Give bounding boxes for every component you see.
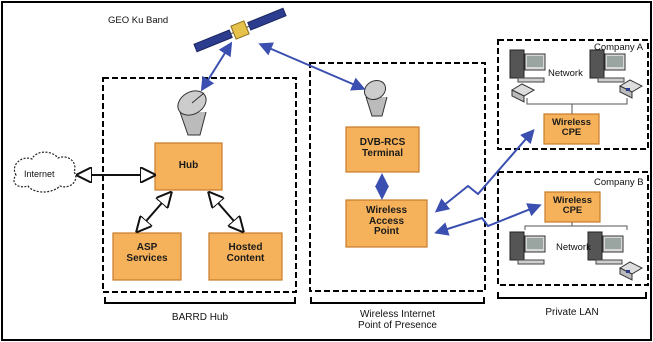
network-a-label: Network [548,68,583,79]
company-a-network [509,49,644,114]
wap-box [345,199,428,248]
satellite-label: GEO Ku Band [108,15,169,26]
wipop-caption-bracket [310,297,485,304]
hub-box [154,142,223,191]
printer-icon [618,79,644,99]
company-a-label: Company A [594,42,644,53]
company-b-network [509,222,644,281]
private-lan-caption: Private LAN [545,307,599,318]
computer-icon [589,49,626,83]
satellite-pop-link [258,42,366,91]
barrd-hub-caption: BARRD Hub [171,312,229,323]
company-a-region [497,39,649,150]
network-b-label: Network [556,242,591,253]
computer-icon [509,231,546,265]
hub-asp-link [140,196,168,228]
wap-cpe-b-link [434,203,542,236]
computer-icon [509,49,546,83]
internet-label: Internet [24,169,55,179]
company-b-label: Company B [594,177,644,188]
satellite-icon [193,7,287,53]
satellite-hub-link [200,41,233,92]
printer-icon [510,83,536,103]
wap-cpe-a-link [434,128,535,213]
cpe-a-box [543,113,600,145]
lan-caption-bracket [497,292,647,299]
satellite-dish-icon [177,90,207,136]
satellite-dish-icon [363,79,388,117]
hosted-content-box [208,232,283,281]
barrd-caption-bracket [104,297,296,304]
computer-icon [587,231,624,265]
hub-hosted-link [212,196,240,228]
wireless-pop-region [309,62,486,292]
asp-services-box [112,232,182,281]
barrd-hub-region [102,77,297,293]
hub-label: Hub [178,160,199,171]
cloud-icon [13,151,77,193]
dvb-rcs-box [345,126,420,173]
printer-icon [618,261,644,281]
